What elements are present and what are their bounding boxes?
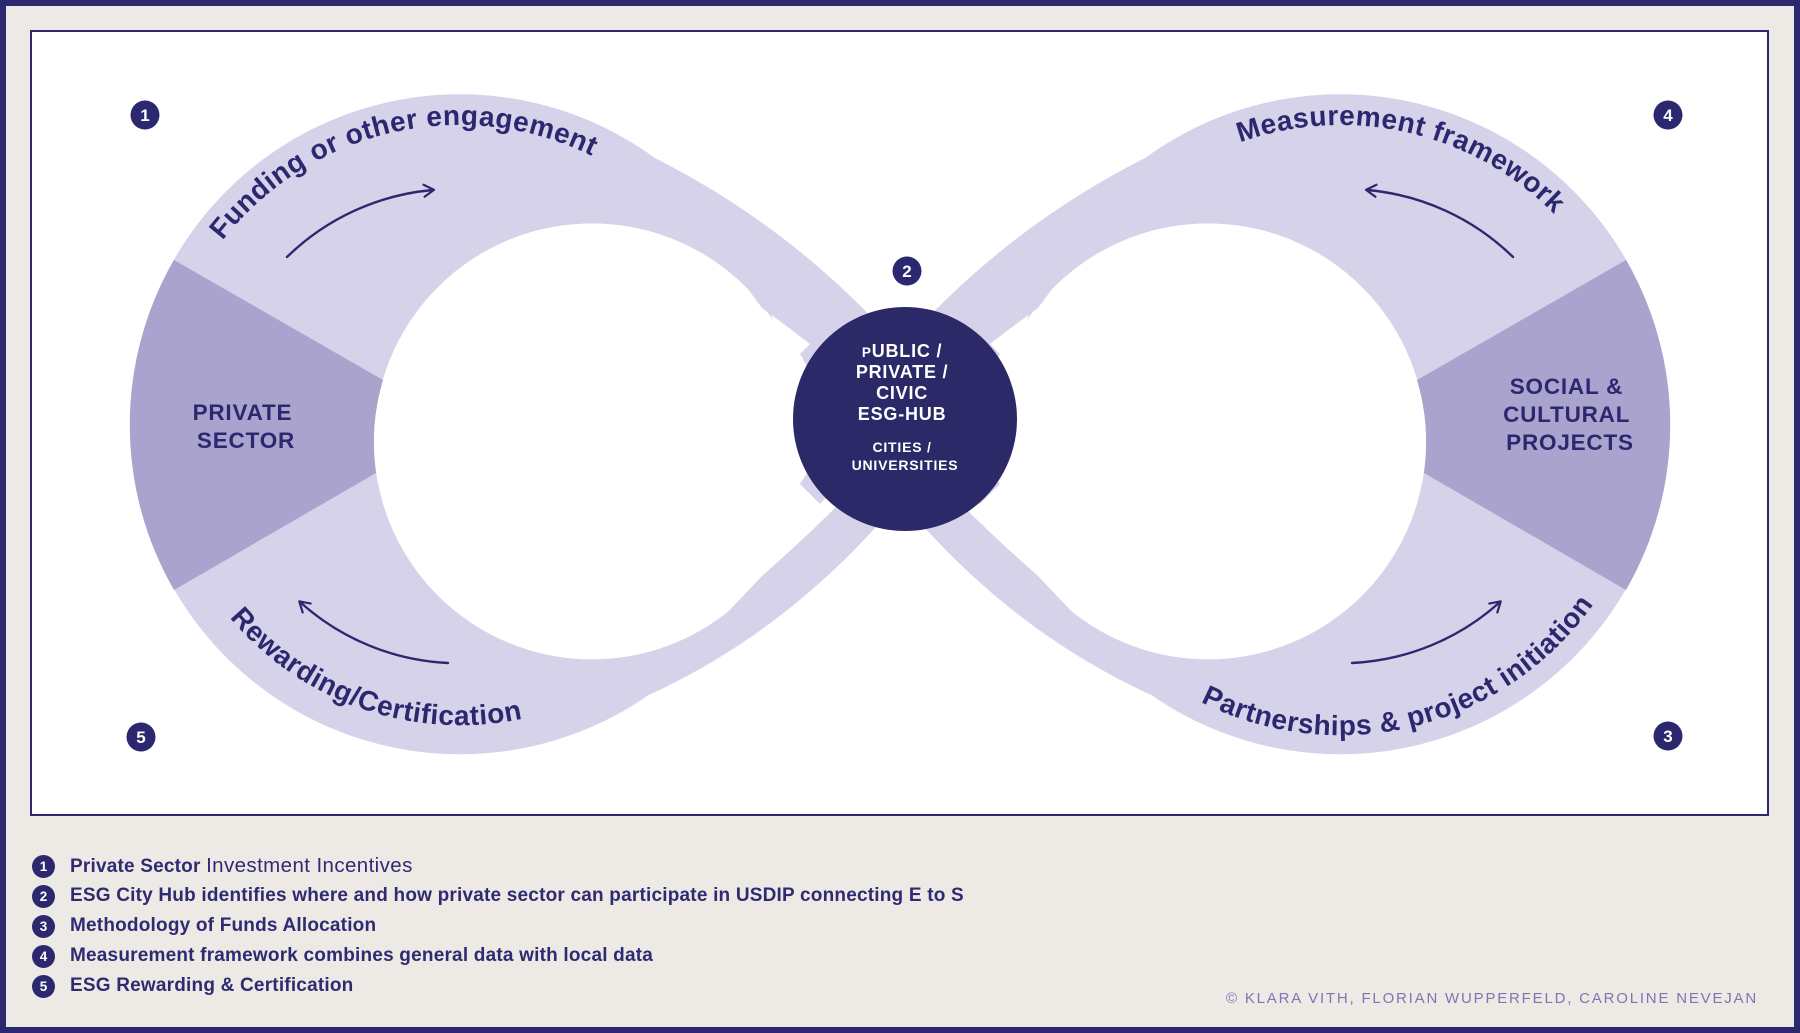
flow-arrow-bottom-right-icon [1350, 600, 1502, 665]
step-badge-5: 5 [126, 722, 156, 752]
hub-line1-initial: P [862, 345, 872, 360]
flow-arrow-top-left-icon [285, 183, 436, 259]
legend-item-1-prefix: Private Sector [70, 856, 207, 877]
hub-line4: ESG-HUB [858, 404, 947, 424]
social-cultural-line1: SOCIAL & [1510, 374, 1624, 399]
legend-badge-3: 3 [32, 914, 55, 938]
private-sector-line1: PRIVATE [193, 400, 293, 425]
esg-hub-title: PUBLIC / PRIVATE / CIVIC ESG-HUB CITIES … [852, 341, 959, 473]
legend-item-5: 5 ESG Rewarding & Certification [32, 971, 964, 1001]
legend-badge-5: 5 [32, 974, 55, 998]
step-badge-3-number: 3 [1663, 727, 1672, 746]
flow-arrow-bottom-left-icon [298, 600, 450, 665]
legend-item-1-text: Private Sector Investment Incentives [70, 854, 413, 878]
flow-arrow-top-right-icon [1364, 183, 1515, 259]
social-cultural-segment [1417, 260, 1671, 590]
social-cultural-line3: PROJECTS [1506, 430, 1634, 455]
left-loop-ring [129, 94, 773, 755]
legend-item-5-text: ESG Rewarding & Certification [70, 975, 354, 996]
legend-item-3: 3 Methodology of Funds Allocation [32, 911, 964, 941]
private-sector-line2: SECTOR [197, 428, 295, 453]
legend: 1 Private Sector Investment Incentives 2… [32, 851, 964, 1001]
legend-item-1-emphasis: Investment Incentives [206, 854, 413, 877]
step-badge-2-number: 2 [902, 262, 911, 281]
private-sector-segment [129, 260, 383, 590]
hub-subtitle-line2: UNIVERSITIES [852, 457, 959, 473]
legend-badge-1: 1 [32, 854, 55, 878]
infinity-loop-diagram: Funding or other engagement Measurement … [30, 30, 1769, 816]
esg-hub-circle [793, 307, 1017, 531]
hub-line3: CIVIC [876, 383, 928, 403]
social-cultural-line2: CULTURAL [1503, 402, 1630, 427]
hub-subtitle-line1: CITIES / [872, 439, 931, 455]
step-badge-2: 2 [892, 256, 922, 286]
step-badge-4: 4 [1653, 100, 1683, 130]
legend-badge-4: 4 [32, 944, 55, 968]
step-badge-3: 3 [1653, 721, 1683, 751]
legend-item-2-text: ESG City Hub identifies where and how pr… [70, 885, 964, 906]
legend-item-3-text: Methodology of Funds Allocation [70, 915, 377, 936]
step-badge-4-number: 4 [1663, 106, 1673, 125]
step-badge-1-number: 1 [140, 106, 149, 125]
social-cultural-label: SOCIAL & CULTURAL PROJECTS [1503, 374, 1637, 455]
legend-item-2: 2 ESG City Hub identifies where and how … [32, 881, 964, 911]
right-loop-ring [1027, 94, 1671, 755]
step-badge-1: 1 [130, 100, 160, 130]
legend-item-1: 1 Private Sector Investment Incentives [32, 851, 964, 881]
private-sector-label: PRIVATE SECTOR [193, 400, 300, 453]
copyright: © KLARA VITH, FLORIAN WUPPERFELD, CAROLI… [1226, 990, 1758, 1007]
hub-line1-rest: UBLIC / [872, 341, 943, 361]
legend-item-4: 4 Measurement framework combines general… [32, 941, 964, 971]
hub-line2: PRIVATE / [856, 362, 949, 382]
step-badge-5-number: 5 [136, 728, 145, 747]
legend-item-4-text: Measurement framework combines general d… [70, 945, 654, 966]
legend-badge-2: 2 [32, 884, 55, 908]
